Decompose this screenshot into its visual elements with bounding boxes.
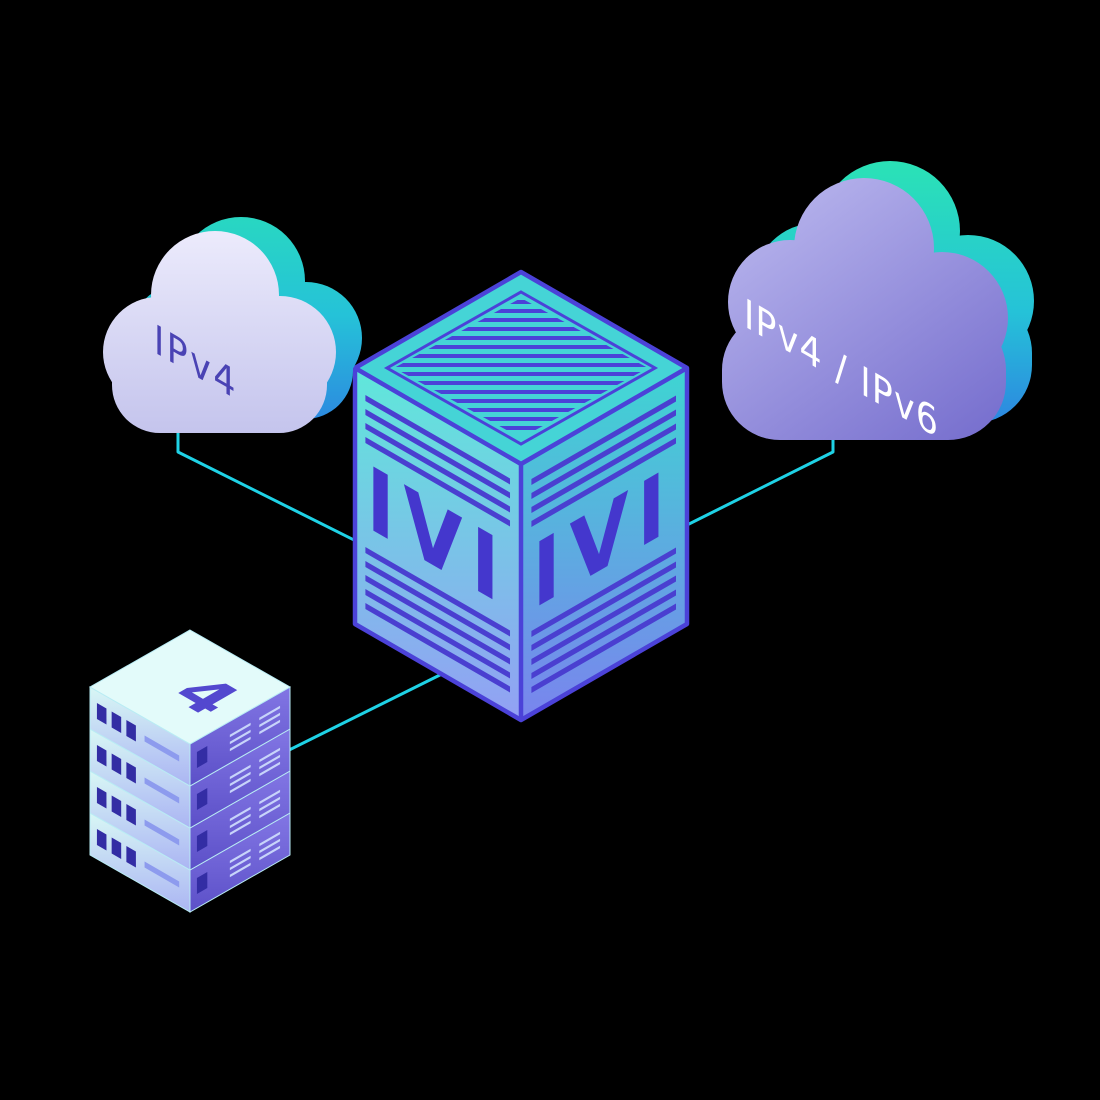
- rack-top-face: [88, 629, 292, 745]
- connector-server-rack: [253, 658, 472, 769]
- ipv4-cloud: IPv4: [103, 217, 362, 433]
- gateway-top-border: [383, 290, 659, 446]
- ivi-gateway-box: IVI IVI: [352, 269, 690, 723]
- gateway-right-stripes: [531, 395, 677, 693]
- gateway-left-stripes: [365, 395, 511, 693]
- server-rack: 4: [88, 629, 292, 914]
- dual-stack-cloud: IPv4 / IPv6: [722, 161, 1034, 449]
- gateway-edges: [352, 269, 690, 723]
